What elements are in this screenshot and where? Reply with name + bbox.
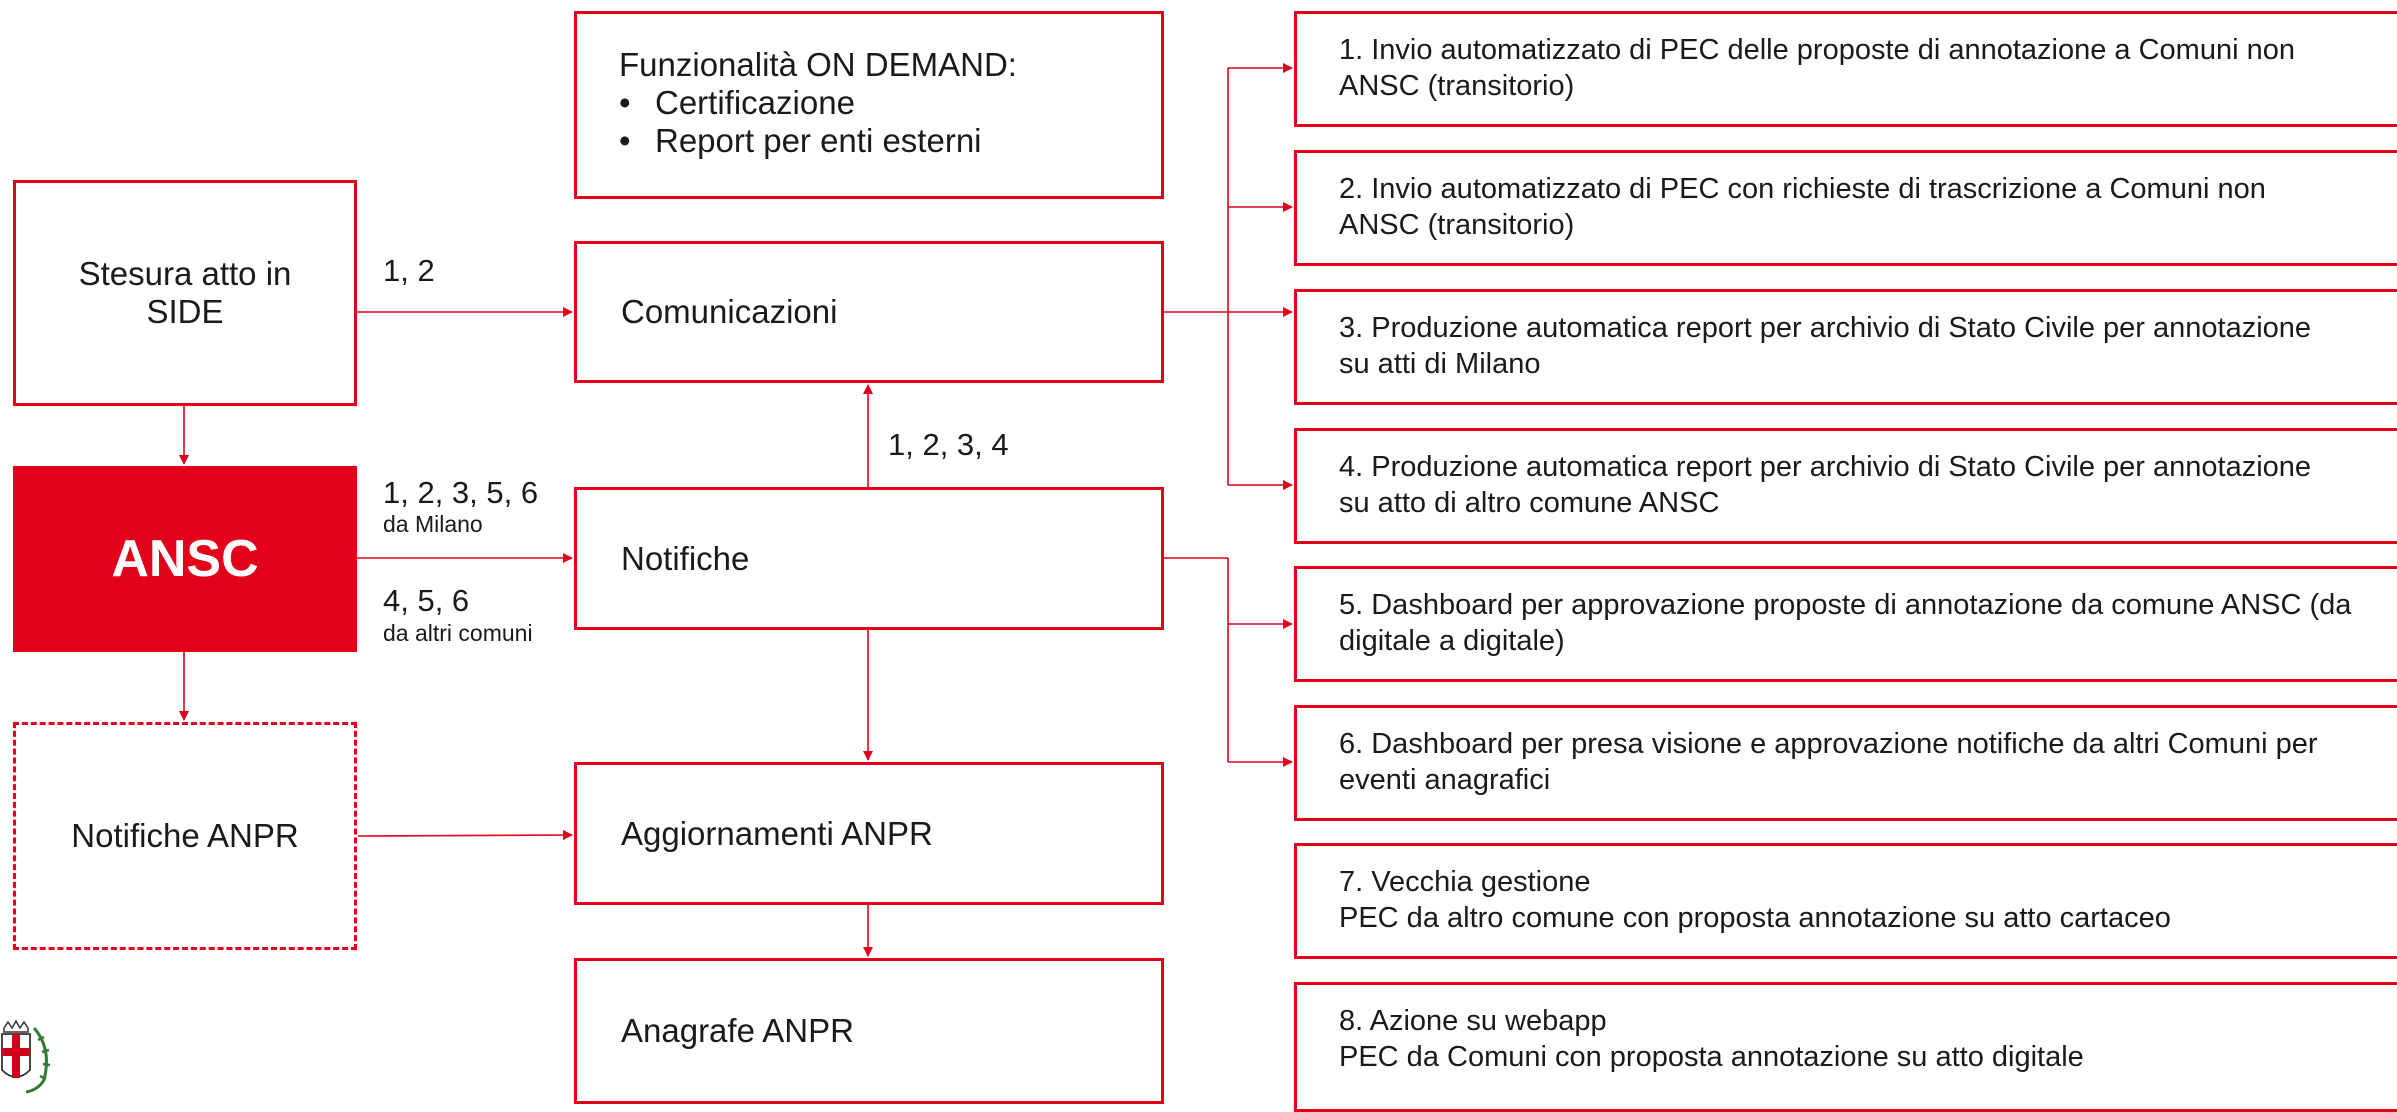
- milano-crest-logo: [1, 1019, 51, 1094]
- right-item-3: 3. Produzione automatica report per arch…: [1294, 289, 2397, 405]
- right-item-line: ANSC (transitorio): [1339, 209, 1575, 241]
- right-item-5: 5. Dashboard per approvazione proposte d…: [1294, 566, 2397, 682]
- right-item-7: 7. Vecchia gestione PEC da altro comune …: [1294, 843, 2397, 959]
- right-item-line: PEC da Comuni con proposta annotazione s…: [1339, 1041, 2084, 1073]
- edge-sublabel-milano: da Milano: [383, 511, 483, 537]
- ondemand-title: Funzionalità ON DEMAND:: [619, 46, 1017, 83]
- right-item-line: eventi anagrafici: [1339, 764, 1551, 796]
- edge-label-ansc-milano: 1, 2, 3, 5, 6: [383, 475, 539, 510]
- right-item-line: ANSC (transitorio): [1339, 70, 1575, 102]
- right-item-2: 2. Invio automatizzato di PEC con richie…: [1294, 150, 2397, 266]
- right-item-line: 7. Vecchia gestione: [1339, 866, 1591, 898]
- edge-sublabel-altri: da altri comuni: [383, 620, 533, 646]
- right-item-line: 2. Invio automatizzato di PEC con richie…: [1339, 173, 2266, 205]
- right-item-8: 8. Azione su webapp PEC da Comuni con pr…: [1294, 982, 2397, 1112]
- right-item-6: 6. Dashboard per presa visione e approva…: [1294, 705, 2397, 821]
- node-stesura-label: Stesura atto in SIDE: [78, 255, 292, 330]
- right-item-line: 8. Azione su webapp: [1339, 1005, 1607, 1037]
- node-notifiche: Notifiche: [574, 487, 1164, 630]
- right-item-line: 4. Produzione automatica report per arch…: [1339, 451, 2312, 483]
- node-notifiche-anpr-label: Notifiche ANPR: [71, 817, 299, 854]
- right-item-line: 5. Dashboard per approvazione proposte d…: [1339, 589, 2352, 621]
- right-item-line: 1. Invio automatizzato di PEC delle prop…: [1339, 34, 2295, 66]
- node-comunicazioni: Comunicazioni: [574, 241, 1164, 383]
- right-item-line: su atto di altro comune ANSC: [1339, 487, 1720, 519]
- node-ondemand: Funzionalità ON DEMAND: Certificazione R…: [574, 11, 1164, 199]
- node-aggiornamenti-anpr: Aggiornamenti ANPR: [574, 762, 1164, 905]
- node-anagrafe-anpr: Anagrafe ANPR: [574, 958, 1164, 1104]
- node-aggiornamenti-label: Aggiornamenti ANPR: [621, 814, 933, 852]
- ondemand-item: Report per enti esterni: [619, 122, 1161, 160]
- right-item-line: digitale a digitale): [1339, 625, 1565, 657]
- node-comunicazioni-label: Comunicazioni: [621, 293, 838, 330]
- arrow-notifiche-anpr-to-aggiornamenti: [357, 830, 573, 841]
- ondemand-item: Certificazione: [619, 84, 1161, 122]
- edge-label-ansc-altri: 4, 5, 6: [383, 583, 470, 618]
- right-item-line: 3. Produzione automatica report per arch…: [1339, 312, 2312, 344]
- node-anagrafe-label: Anagrafe ANPR: [621, 1012, 854, 1049]
- ondemand-list: Certificazione Report per enti esterni: [619, 84, 1161, 160]
- edge-label-stesura: 1, 2: [383, 253, 435, 288]
- right-item-line: PEC da altro comune con proposta annotaz…: [1339, 902, 2171, 934]
- node-stesura-side: Stesura atto in SIDE: [13, 180, 357, 406]
- right-item-line: su atti di Milano: [1339, 348, 1541, 380]
- right-item-line: 6. Dashboard per presa visione e approva…: [1339, 728, 2318, 760]
- node-notifiche-anpr: Notifiche ANPR: [13, 722, 357, 950]
- node-notifiche-label: Notifiche: [621, 539, 750, 577]
- edge-label-notifiche-comunicazioni: 1, 2, 3, 4: [888, 427, 1009, 462]
- node-ansc-label: ANSC: [111, 530, 259, 588]
- right-item-1: 1. Invio automatizzato di PEC delle prop…: [1294, 11, 2397, 127]
- right-item-4: 4. Produzione automatica report per arch…: [1294, 428, 2397, 544]
- node-ansc: ANSC: [13, 466, 357, 652]
